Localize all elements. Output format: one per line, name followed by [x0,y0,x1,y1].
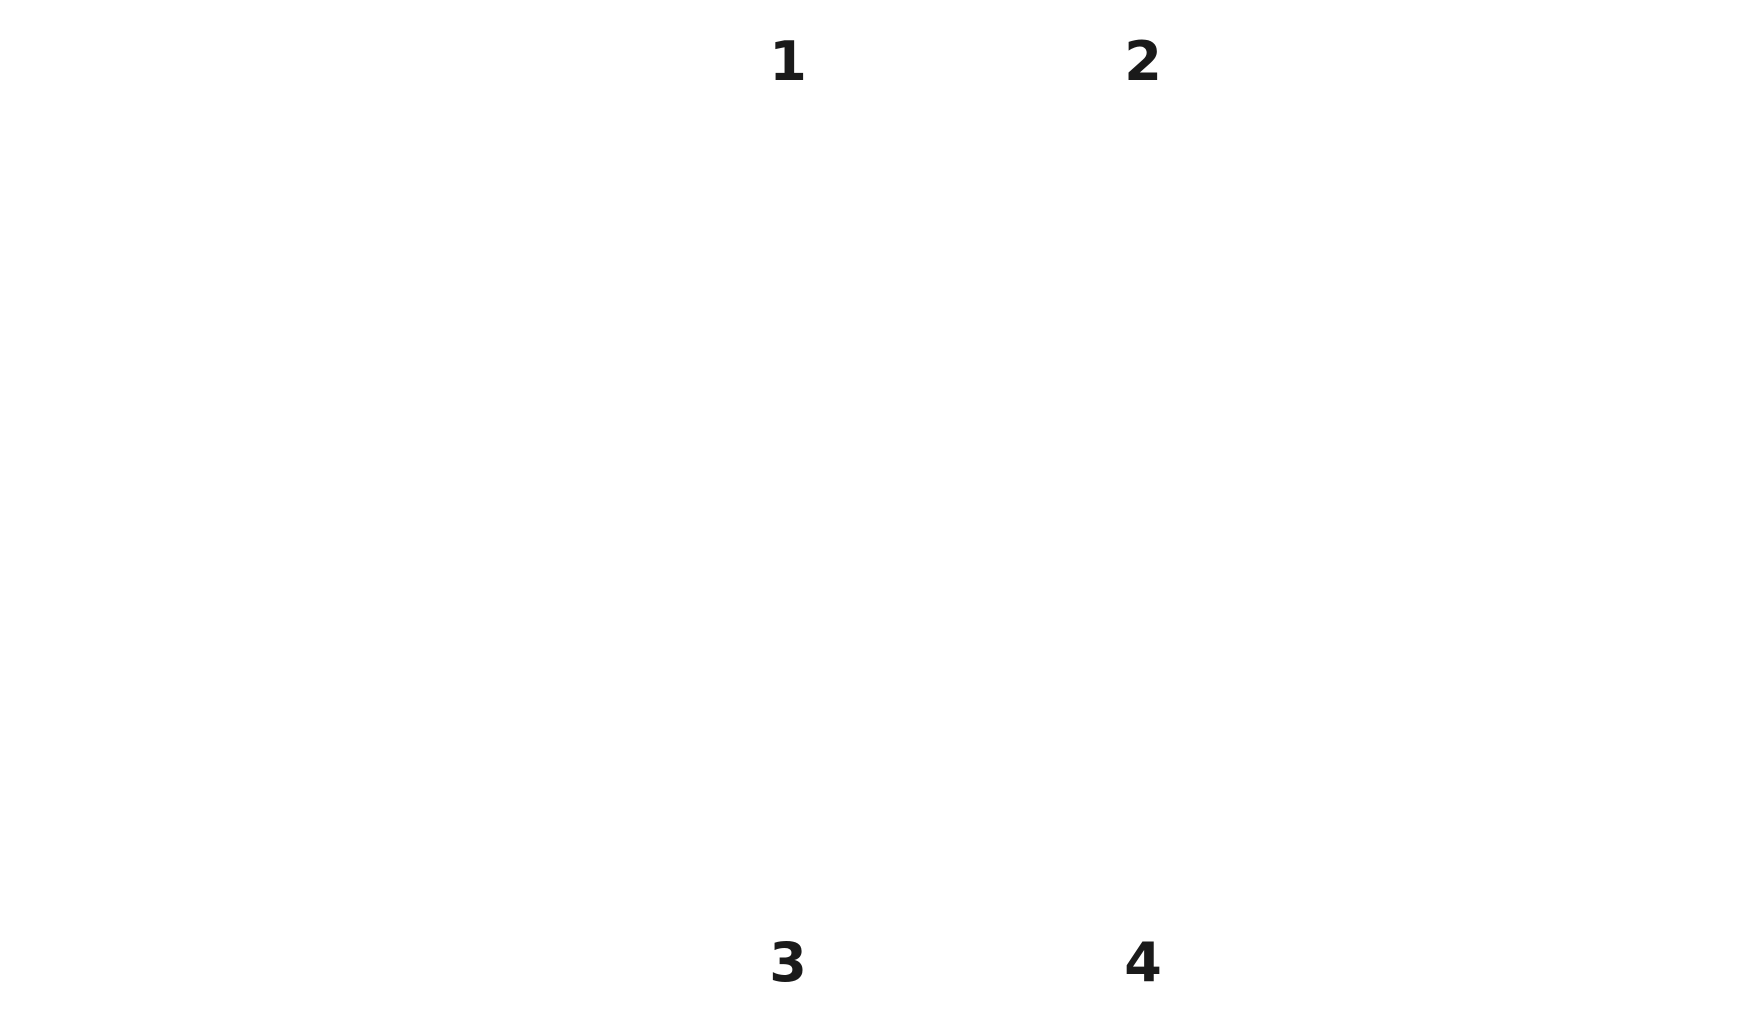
label-4: 4 [1124,931,1162,994]
label-2: 2 [1124,30,1162,93]
label-1: 1 [769,30,807,93]
label-3: 3 [769,931,807,994]
